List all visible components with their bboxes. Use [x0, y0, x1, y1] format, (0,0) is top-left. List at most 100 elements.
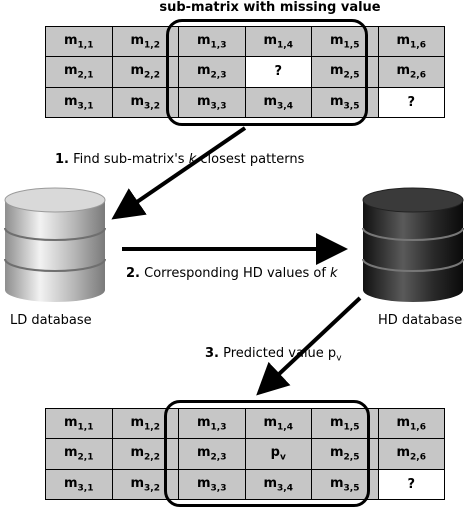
cell-symbol: m	[396, 63, 411, 79]
matrix-cell: m2,6	[377, 56, 445, 88]
bottom-submatrix-highlight	[164, 400, 370, 507]
cell-subscript: 2,6	[410, 70, 426, 81]
cell-symbol: m	[130, 414, 145, 430]
matrix-cell: pv	[244, 438, 312, 470]
cell-symbol: m	[197, 93, 211, 109]
cell-symbol: m	[263, 93, 278, 109]
cell-subscript: 2,1	[77, 452, 94, 463]
cell-symbol: m	[330, 63, 344, 79]
cell-subscript: 1,6	[410, 40, 426, 51]
cell-symbol: ?	[407, 476, 416, 492]
cell-symbol: m	[130, 445, 145, 461]
cell-subscript: 3,3	[210, 483, 227, 494]
cell-symbol: m	[396, 445, 411, 461]
cell-symbol: p	[270, 445, 280, 461]
cell-subscript: 2,6	[410, 452, 426, 463]
cell-symbol: m	[330, 475, 344, 491]
cell-subscript: 1,1	[77, 422, 94, 433]
cell-symbol: m	[330, 32, 344, 48]
cell-subscript: 1,3	[210, 40, 227, 51]
cell-subscript: v	[279, 452, 286, 463]
cell-symbol: m	[263, 475, 278, 491]
cell-symbol: m	[396, 414, 411, 430]
cell-subscript: 2,5	[343, 70, 360, 81]
cell-symbol: m	[64, 445, 78, 461]
cell-subscript: 1,4	[277, 40, 293, 51]
cell-subscript: 3,1	[77, 101, 94, 112]
matrix-cell: m2,3	[178, 438, 246, 470]
cell-symbol: m	[263, 32, 278, 48]
cell-subscript: 1,2	[144, 422, 160, 433]
arrow-step3	[256, 296, 362, 396]
matrix-cell: m3,1	[45, 468, 113, 501]
matrix-cell: m1,1	[45, 407, 113, 440]
cell-symbol: m	[396, 32, 411, 48]
step1-label: 1. Find sub-matrix's k closest patterns	[55, 152, 305, 167]
cell-subscript: 1,4	[277, 422, 293, 433]
hd-database-icon	[362, 187, 464, 302]
matrix-cell: m1,3	[178, 25, 246, 58]
cell-symbol: m	[330, 445, 344, 461]
cell-subscript: 3,4	[277, 101, 293, 112]
matrix-cell: m3,3	[178, 468, 246, 501]
cell-symbol: m	[130, 63, 145, 79]
matrix-cell: ?	[377, 86, 445, 119]
arrow-step1	[111, 126, 247, 220]
hd-database-label: HD database	[378, 313, 463, 328]
cell-subscript: 2,5	[343, 452, 360, 463]
cell-symbol: m	[64, 32, 78, 48]
ld-database-label: LD database	[10, 313, 92, 328]
matrix-cell: m2,3	[178, 56, 246, 88]
cell-symbol: m	[64, 63, 78, 79]
top-submatrix-highlight	[166, 19, 368, 126]
cell-subscript: 3,2	[144, 483, 160, 494]
cell-symbol: ?	[407, 94, 416, 110]
step3-label: 3. Predicted value pv	[205, 346, 342, 364]
matrix-cell: m3,3	[178, 86, 246, 119]
ld-database-icon	[4, 187, 106, 302]
cell-subscript: 2,2	[144, 70, 160, 81]
cell-subscript: 3,5	[343, 101, 360, 112]
cell-symbol: m	[130, 475, 145, 491]
cell-subscript: 3,3	[210, 101, 227, 112]
cell-subscript: 1,1	[77, 40, 94, 51]
cell-symbol: m	[197, 32, 211, 48]
cell-subscript: 3,1	[77, 483, 94, 494]
cell-subscript: 1,6	[410, 422, 426, 433]
step2-label: 2. Corresponding HD values of k	[126, 266, 338, 281]
cell-symbol: ?	[274, 64, 283, 80]
cell-subscript: 3,2	[144, 101, 160, 112]
cell-symbol: m	[263, 414, 278, 430]
matrix-cell: ?	[377, 468, 445, 501]
cell-symbol: m	[64, 414, 78, 430]
matrix-cell: m1,3	[178, 407, 246, 440]
cell-subscript: 1,5	[343, 40, 360, 51]
cell-symbol: m	[197, 63, 211, 79]
cell-symbol: m	[130, 32, 145, 48]
matrix-cell: m2,6	[377, 438, 445, 470]
cell-subscript: 1,3	[210, 422, 227, 433]
cell-subscript: 2,3	[210, 70, 227, 81]
cell-subscript: 2,2	[144, 452, 160, 463]
matrix-cell: m2,1	[45, 438, 113, 470]
cell-subscript: 3,5	[343, 483, 360, 494]
cell-subscript: 2,3	[210, 452, 227, 463]
matrix-cell: m3,1	[45, 86, 113, 119]
cell-symbol: m	[130, 93, 145, 109]
cell-symbol: m	[64, 93, 78, 109]
matrix-cell: ?	[244, 56, 312, 88]
cell-subscript: 1,5	[343, 422, 360, 433]
cell-subscript: 2,1	[77, 70, 94, 81]
matrix-cell: m1,6	[377, 407, 445, 440]
cell-symbol: m	[197, 475, 211, 491]
cell-subscript: 1,2	[144, 40, 160, 51]
matrix-cell: m3,4	[244, 468, 312, 501]
matrix-cell: m1,4	[244, 407, 312, 440]
cell-symbol: m	[197, 445, 211, 461]
